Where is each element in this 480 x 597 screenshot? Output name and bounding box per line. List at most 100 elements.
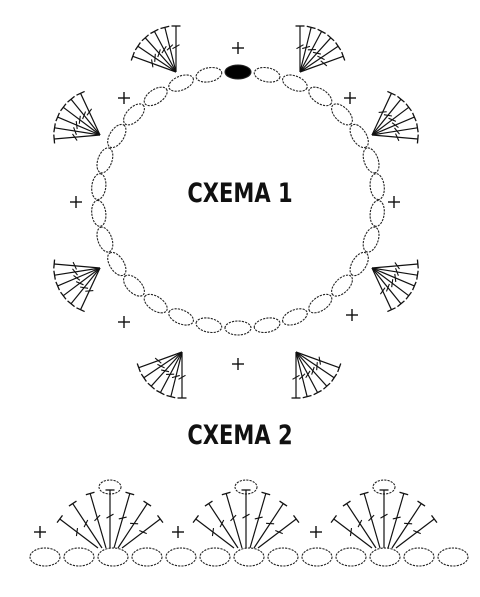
slip-stitch (225, 65, 251, 79)
double-crochet-top (68, 96, 75, 102)
double-crochet-stem (254, 504, 283, 548)
double-crochet-tick (404, 523, 412, 524)
fan-motif (193, 480, 299, 548)
double-crochet-stem (54, 264, 100, 268)
fan-motif (292, 352, 341, 398)
double-crochet-top (61, 292, 66, 299)
chain-stitch (280, 72, 309, 95)
double-crochet-top (406, 104, 411, 111)
double-crochet-top (397, 301, 404, 307)
fan-motif (54, 91, 100, 143)
double-crochet-top (69, 501, 77, 506)
double-crochet-top (432, 515, 437, 522)
scheme-1-fans (54, 26, 418, 398)
chain-stitch (360, 146, 382, 175)
double-crochet-stem (250, 493, 266, 548)
double-crochet-tick (392, 279, 393, 287)
double-crochet-top (150, 29, 158, 33)
double-crochet-top (280, 501, 288, 506)
scheme-2-fans (57, 480, 437, 548)
chain-stitch (120, 100, 148, 128)
double-crochet-top (144, 501, 152, 506)
double-crochet-tick (152, 59, 153, 67)
double-crochet-tick (317, 362, 318, 370)
chain-stitch (94, 146, 116, 175)
double-crochet-tick (130, 523, 138, 524)
double-crochet-tick (312, 367, 315, 375)
chain-stitch (166, 72, 195, 95)
double-crochet-tick (319, 357, 320, 365)
double-crochet-stem (73, 504, 102, 548)
double-crochet-tick (413, 530, 420, 533)
chain-stitch (234, 548, 264, 566)
double-crochet-tick (384, 115, 392, 116)
double-crochet-top (54, 123, 55, 132)
double-crochet-tick (79, 116, 80, 124)
double-crochet-stem (388, 493, 404, 548)
fan-motif (137, 352, 186, 398)
chain-stitch (166, 548, 196, 566)
chain-stitch (370, 548, 400, 566)
double-crochet-top (158, 515, 163, 522)
double-crochet-stem (209, 504, 238, 548)
double-crochet-top (417, 271, 418, 280)
fan-motif (131, 26, 180, 72)
double-crochet-top (205, 501, 213, 506)
chain-stitch (104, 249, 130, 278)
double-crochet-stem (347, 504, 376, 548)
double-crochet-tick (379, 112, 387, 113)
chain-stitch (141, 291, 170, 317)
double-crochet-tick (76, 282, 83, 285)
chain-stitch (120, 271, 148, 299)
double-crochet-tick (85, 291, 93, 292)
chain-stitch (360, 225, 382, 254)
chain-stitch (404, 548, 434, 566)
chain-stitch (253, 65, 281, 84)
double-crochet-tick (321, 61, 327, 66)
double-crochet-tick (386, 284, 389, 292)
double-crochet-tick (158, 49, 161, 57)
scheme-2-title: СХЕМА 2 (53, 420, 427, 451)
double-crochet-top (135, 43, 140, 50)
double-crochet-top (54, 135, 55, 144)
double-crochet-tick (80, 287, 88, 288)
double-crochet-stem (54, 135, 100, 139)
scheme-1-title: СХЕМА 1 (53, 178, 427, 209)
chain-stitch (438, 548, 468, 566)
double-crochet-tick (389, 118, 396, 121)
chain-stitch (195, 65, 223, 84)
chain-stitch (253, 316, 281, 335)
fan-motif (57, 480, 163, 548)
fan-motif (331, 480, 437, 548)
double-crochet-stem (118, 504, 147, 548)
double-crochet-tick (155, 358, 161, 363)
chain-stitch (200, 548, 230, 566)
double-crochet-tick (392, 123, 398, 128)
double-crochet-top (54, 260, 55, 269)
double-crochet-top (331, 515, 336, 522)
chain-stitch (328, 100, 356, 128)
double-crochet-top (318, 29, 326, 33)
chain-stitch (306, 83, 335, 109)
double-crochet-tick (83, 112, 86, 120)
chain-stitch (132, 548, 162, 566)
double-crochet-tick (74, 275, 80, 280)
scheme-2-chain-row (30, 548, 468, 566)
double-crochet-top (417, 123, 418, 132)
double-crochet-tick (139, 530, 146, 533)
double-crochet-top (417, 260, 418, 269)
double-crochet-tick (76, 528, 77, 536)
double-crochet-stem (392, 504, 421, 548)
double-crochet-top (68, 301, 75, 307)
chain-stitch (346, 249, 372, 278)
chain-stitch (328, 271, 356, 299)
double-crochet-top (61, 104, 66, 111)
chain-stitch (346, 121, 372, 150)
double-crochet-tick (350, 528, 351, 536)
double-crochet-top (156, 391, 164, 395)
double-crochet-tick (275, 530, 282, 533)
double-crochet-top (193, 515, 198, 522)
chain-stitch (280, 306, 309, 329)
